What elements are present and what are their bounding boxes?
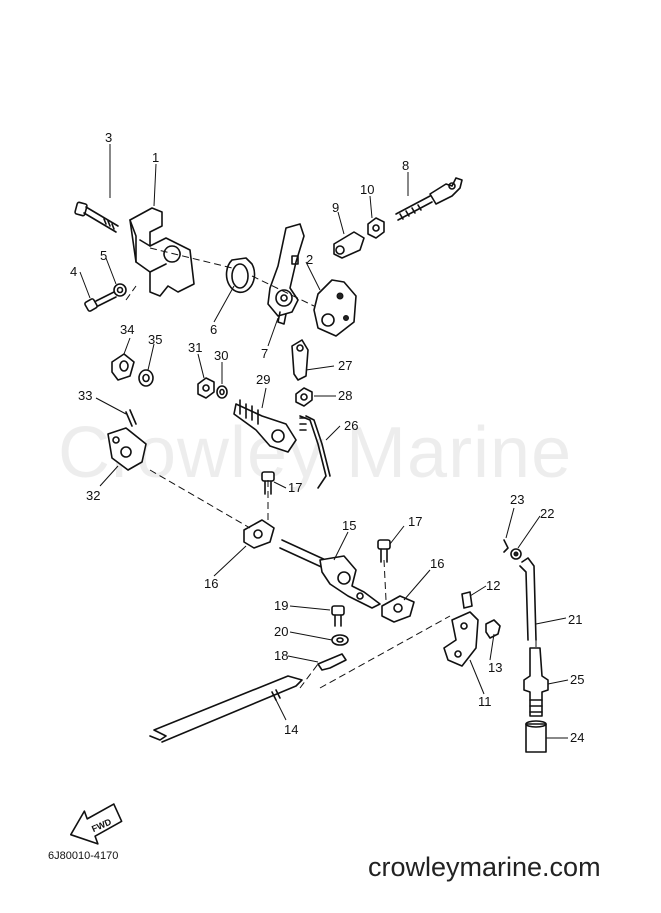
callout-18: 18: [274, 648, 288, 663]
callout-8: 8: [402, 158, 409, 173]
callout-10: 10: [360, 182, 374, 197]
fwd-arrow-icon: FWD: [69, 803, 123, 845]
callout-3: 3: [105, 130, 112, 145]
part-26-rod[interactable]: [299, 415, 331, 489]
part-21-rod[interactable]: [519, 557, 537, 641]
callout-23: 23: [510, 492, 524, 507]
callout-31: 31: [188, 340, 202, 355]
callout-34: 34: [120, 322, 134, 337]
assembly-lines: [125, 247, 537, 689]
diagram-code: 6J80010-4170: [48, 850, 119, 862]
callout-35: 35: [148, 332, 162, 347]
callout-27: 27: [338, 358, 352, 373]
callout-24: 24: [570, 730, 584, 745]
callout-17-upper: 17: [288, 480, 302, 495]
callout-32: 32: [86, 488, 100, 503]
part-15-shaft[interactable]: [279, 539, 381, 609]
part-16-lever-right[interactable]: [381, 595, 415, 623]
part-33-pin[interactable]: [125, 409, 137, 427]
part-13-nut[interactable]: [485, 619, 501, 639]
part-20-washer[interactable]: [331, 634, 349, 646]
callout-5: 5: [100, 248, 107, 263]
part-30-washer[interactable]: [216, 385, 228, 399]
callout-30: 30: [214, 348, 228, 363]
callout-26: 26: [344, 418, 358, 433]
part-7-lever[interactable]: [267, 223, 305, 325]
part-5-washer[interactable]: [113, 283, 127, 297]
callout-33: 33: [78, 388, 92, 403]
part-11-bracket[interactable]: [443, 611, 479, 667]
part-17-bolt-right[interactable]: [377, 539, 391, 563]
callout-13: 13: [488, 660, 502, 675]
callout-2: 2: [306, 252, 313, 267]
part-19-bolt[interactable]: [331, 605, 345, 627]
part-4-bolt[interactable]: [84, 291, 117, 312]
part-24-nut[interactable]: [525, 720, 547, 753]
part-28-nut[interactable]: [295, 387, 313, 407]
part-35-washer[interactable]: [138, 369, 154, 387]
callout-22: 22: [540, 506, 554, 521]
callout-7: 7: [261, 346, 268, 361]
part-10-nut[interactable]: [367, 217, 385, 239]
part-22-washer[interactable]: [510, 548, 522, 560]
callout-9: 9: [332, 200, 339, 215]
leader-lines: [79, 144, 569, 739]
part-6-collar[interactable]: [225, 257, 256, 294]
callout-15: 15: [342, 518, 356, 533]
callout-16-left: 16: [204, 576, 218, 591]
part-12-pin[interactable]: [461, 591, 473, 609]
callout-12: 12: [486, 578, 500, 593]
part-14-rod[interactable]: [149, 675, 303, 743]
callout-numbers: 1 2 3 4 5 6 7 8 9 10 11 12 13 14 15 16 1…: [70, 130, 584, 745]
callout-25: 25: [570, 672, 584, 687]
part-27-link[interactable]: [291, 339, 309, 381]
part-1-bracket[interactable]: [129, 207, 195, 297]
part-9-joint[interactable]: [333, 231, 365, 259]
callout-17-right: 17: [408, 514, 422, 529]
callout-1: 1: [152, 150, 159, 165]
part-18-clip[interactable]: [317, 653, 347, 671]
part-2-cam[interactable]: [313, 279, 357, 337]
part-16-lever-left[interactable]: [243, 519, 275, 549]
part-23-clip[interactable]: [503, 539, 509, 553]
part-34-bushing[interactable]: [111, 353, 135, 381]
part-25-end[interactable]: [523, 647, 549, 717]
callout-29: 29: [256, 372, 270, 387]
callout-16-right: 16: [430, 556, 444, 571]
callout-14: 14: [284, 722, 298, 737]
part-29-shaft[interactable]: [233, 399, 297, 453]
callout-19: 19: [274, 598, 288, 613]
part-8-rod[interactable]: [395, 177, 463, 221]
part-32-block[interactable]: [107, 427, 147, 471]
part-31-nut[interactable]: [197, 377, 215, 399]
callout-4: 4: [70, 264, 77, 279]
part-3-bolt[interactable]: [74, 201, 119, 233]
website-text: crowleymarine.com: [368, 852, 601, 882]
callout-6: 6: [210, 322, 217, 337]
callout-21: 21: [568, 612, 582, 627]
callout-11: 11: [478, 694, 492, 709]
callout-28: 28: [338, 388, 352, 403]
callout-20: 20: [274, 624, 288, 639]
